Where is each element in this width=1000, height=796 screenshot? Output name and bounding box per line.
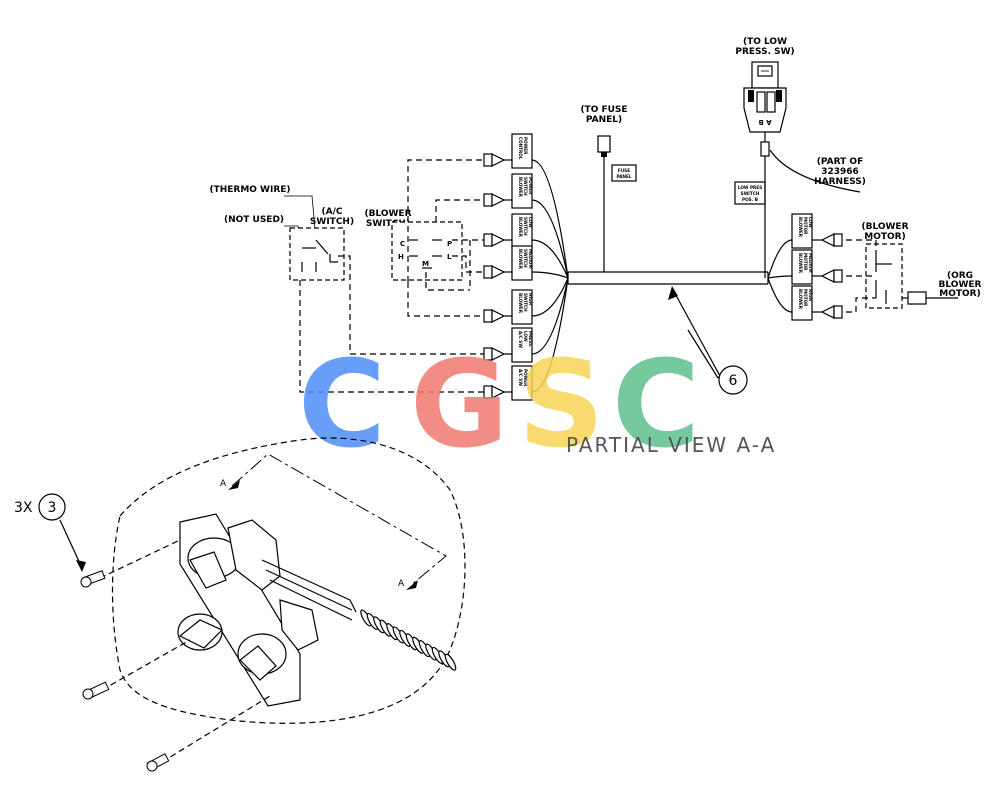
svg-text:SWITCH: SWITCH [741, 191, 760, 196]
left-connector-tag-text: POWER [528, 177, 533, 195]
svg-text:C: C [400, 240, 405, 248]
left-connector-tag-text: LOW [528, 217, 533, 228]
svg-text:LOW PRES: LOW PRES [738, 185, 762, 190]
screw-callout-number: 3 [48, 500, 57, 516]
to-fuse-panel-label-1: (TO FUSE [580, 105, 627, 115]
thermo-wire-label: (THERMO WIRE) [209, 185, 290, 195]
watermark-letter: S [518, 336, 604, 475]
ac-switch-label-1: (A/C [322, 207, 343, 217]
not-used-label: (NOT USED) [224, 215, 284, 225]
right-connector-tag-text: MEDIUM [808, 253, 813, 273]
low-pres-tag: LOW PRES SWITCH POS. B [734, 181, 766, 205]
watermark-letter: C [612, 336, 700, 475]
org-blower-motor-label-2: BLOWER [939, 280, 982, 290]
ac-switch: (THERMO WIRE) (NOT USED) (A/C SWITCH) [209, 185, 354, 281]
left-connector-tag-text: BLOWER [518, 249, 523, 270]
view-a-label-bottom: A [398, 579, 405, 589]
low-pressure-connector: (TO LOW PRESS. SW) A B [735, 37, 861, 193]
svg-text:L: L [447, 253, 452, 261]
part-of-harness-label-2: 323966 [821, 167, 859, 177]
blower-motor: (BLOWER MOTOR) (ORG BLOWER MOTOR) [846, 222, 982, 313]
qty-3x-label: 3X [14, 500, 33, 516]
part-of-harness-label-3: HARNESS) [814, 177, 866, 187]
to-fuse-panel-label-2: PANEL) [586, 115, 622, 125]
blower-motor-label-1: (BLOWER [861, 222, 908, 232]
left-connector-tag-text: A/C SW [518, 369, 523, 386]
left-connector-tag-text: BLOWER [518, 177, 523, 198]
fuse-panel-connector: (TO FUSE PANEL) FUSE PANEL [580, 105, 637, 272]
screw-3 [146, 695, 271, 772]
screw-1 [80, 539, 181, 588]
to-low-press-label-1: (TO LOW [743, 37, 787, 47]
left-connector-tag-text: BLOWER [518, 293, 523, 314]
svg-text:FUSE: FUSE [618, 168, 630, 173]
watermark-letter: G [410, 336, 509, 475]
blower-switch: (BLOWER SWITCH) C P H L M [364, 209, 463, 281]
right-connector-tag-text: LOW [808, 217, 813, 228]
svg-text:POS. B: POS. B [742, 197, 758, 202]
view-a-label-top: A [220, 479, 227, 489]
left-connector-tag-text: SWITCH [523, 177, 528, 196]
partial-view-title: PARTIAL VIEW A-A [566, 433, 776, 457]
connector-ab-label: A B [758, 118, 771, 126]
harness-callout: 6 [668, 286, 748, 395]
left-connector-tag-text: SWITCH [523, 293, 528, 312]
svg-text:P: P [447, 240, 452, 248]
svg-text:M: M [422, 260, 429, 268]
left-connector-tag-text: HIGH [528, 293, 533, 305]
main-harness-trunk [567, 271, 769, 285]
exploded-assembly-view: A A [14, 437, 466, 772]
right-connector-tag-text: BLOWER [798, 217, 803, 238]
harness-callout-number: 6 [729, 373, 738, 389]
left-connector-tag-text: POWER [523, 369, 528, 387]
left-connector-tag-text: CONTROL [518, 137, 523, 160]
harness-coil [349, 599, 457, 671]
watermark-letter: C [298, 336, 386, 475]
svg-text:H: H [398, 253, 404, 261]
svg-text:PANEL: PANEL [617, 174, 632, 179]
to-low-press-label-2: PRESS. SW) [735, 47, 794, 57]
ac-switch-label-2: SWITCH) [310, 217, 354, 227]
left-connector-tag-text: MEDIUM [528, 249, 533, 269]
right-connector-tag-text: HIGH [808, 289, 813, 301]
right-connector-tag-text: MOTOR [803, 217, 808, 235]
left-connector-tag-text: SWITCH [523, 249, 528, 268]
org-blower-motor-label-3: MOTOR) [939, 289, 980, 299]
blower-switch-label-2: SWITCH) [366, 219, 410, 229]
left-connector-tag-text: A/C SW [518, 331, 523, 348]
org-blower-motor-label-1: (ORG [947, 271, 973, 281]
right-connector-tag-text: MOTOR [803, 289, 808, 307]
right-connector-tag-text: BLOWER [798, 289, 803, 310]
left-connector-tag-text: LOW [523, 331, 528, 342]
left-connector-tag-text: PRESS. [528, 331, 533, 348]
left-connector-tag-text: POWER [523, 137, 528, 155]
blower-switch-label-1: (BLOWER [364, 209, 411, 219]
screw-2 [82, 639, 191, 700]
part-of-harness-label-1: (PART OF [817, 157, 863, 167]
left-connector-tag-text: BLOWER [518, 217, 523, 238]
blower-switch-wiring [407, 159, 484, 317]
right-connector-tag-text: BLOWER [798, 253, 803, 274]
blower-motor-label-2: MOTOR) [864, 232, 905, 242]
right-connector-tag-text: MOTOR [803, 253, 808, 271]
left-connector-tag-text: SWITCH [523, 217, 528, 236]
